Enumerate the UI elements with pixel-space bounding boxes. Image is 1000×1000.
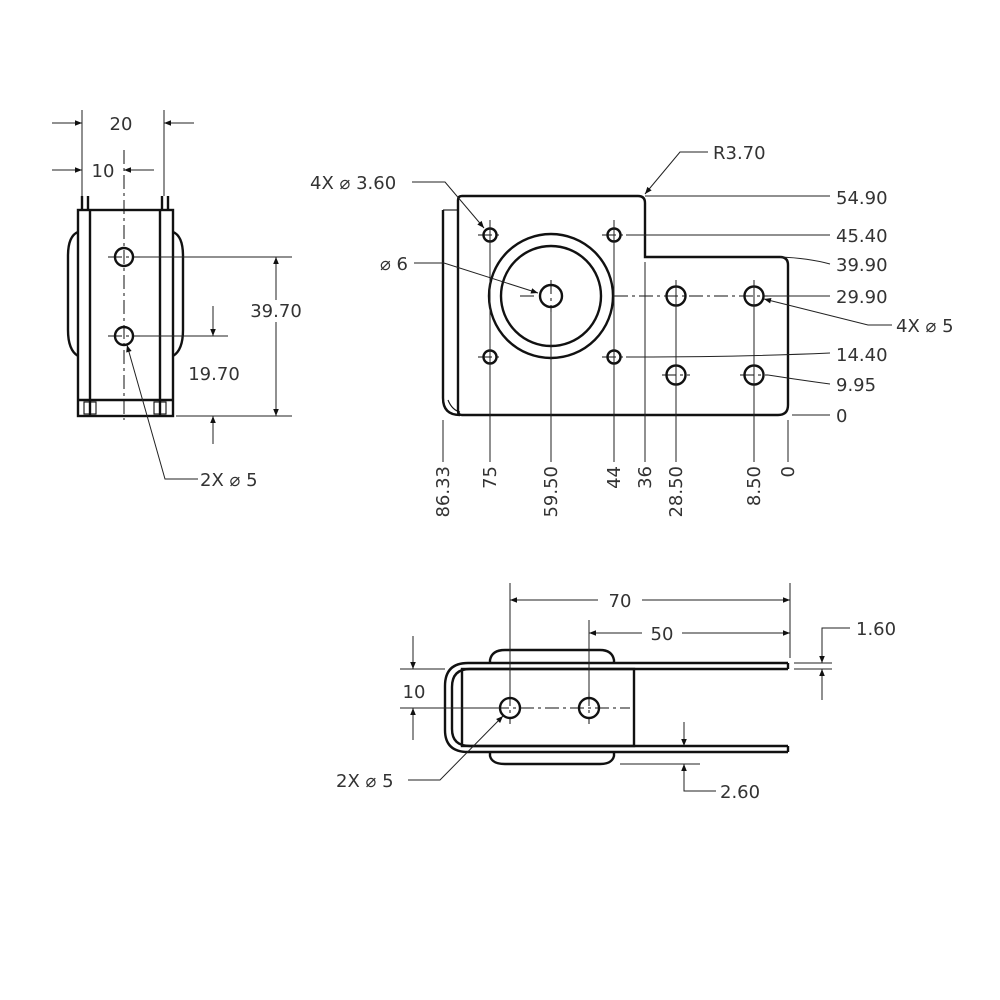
x-ordinate-59-50: 59.50 [541, 466, 562, 518]
x-ordinate-0: 0 [778, 466, 799, 477]
small-hole-callout: 4X ⌀ 3.60 [310, 173, 396, 194]
y-ordinate-54-90: 54.90 [836, 188, 888, 209]
hole-spacing-dimension-bottom: 50 [651, 624, 674, 645]
right-bulge [172, 230, 185, 358]
y-ordinate-29-90: 29.90 [836, 287, 888, 308]
width-dimension: 20 [110, 114, 133, 135]
center-dimension: 10 [92, 161, 115, 182]
left-view: 20 10 39.70 19.70 2X ⌀ 5 [52, 110, 302, 491]
x-ordinate-8-50: 8.50 [744, 466, 765, 506]
bottom-boss [488, 752, 616, 766]
left-hole-callout: 2X ⌀ 5 [200, 470, 258, 491]
y-ordinate-9-95: 9.95 [836, 375, 876, 396]
large-hole-callout: 4X ⌀ 5 [896, 316, 954, 337]
x-ordinate-28-50: 28.50 [666, 466, 687, 518]
hole-spacing-dimension: 39.70 [250, 301, 302, 322]
thickness-dimension: 1.60 [856, 619, 896, 640]
y-ordinate-0: 0 [836, 406, 847, 427]
y-ordinate-14-40: 14.40 [836, 345, 888, 366]
center-hole-callout: ⌀ 6 [380, 254, 408, 275]
y-ordinate-39-90: 39.90 [836, 255, 888, 276]
bottom-hole-callout: 2X ⌀ 5 [336, 771, 394, 792]
gap-dimension: 2.60 [720, 782, 760, 803]
left-view-body [76, 208, 175, 418]
y-ordinate-45-40: 45.40 [836, 226, 888, 247]
lower-hole-dimension: 19.70 [188, 364, 240, 385]
overall-dimension: 70 [609, 591, 632, 612]
front-plate-outline [456, 194, 790, 417]
left-bulge [66, 230, 79, 358]
front-bend-edge [441, 210, 461, 417]
hole-offset-dimension: 10 [403, 682, 426, 703]
front-view: 54.90 45.40 39.90 29.90 14.40 9.95 0 86.… [310, 143, 954, 518]
x-ordinate-75: 75 [480, 466, 501, 489]
x-ordinate-36: 36 [635, 466, 656, 489]
bottom-view: 70 50 1.60 10 2.60 2X ⌀ 5 [336, 583, 896, 803]
x-ordinate-86-33: 86.33 [433, 466, 454, 518]
top-boss [488, 648, 616, 663]
corner-radius-callout: R3.70 [713, 143, 766, 164]
x-ordinate-44: 44 [604, 466, 625, 489]
